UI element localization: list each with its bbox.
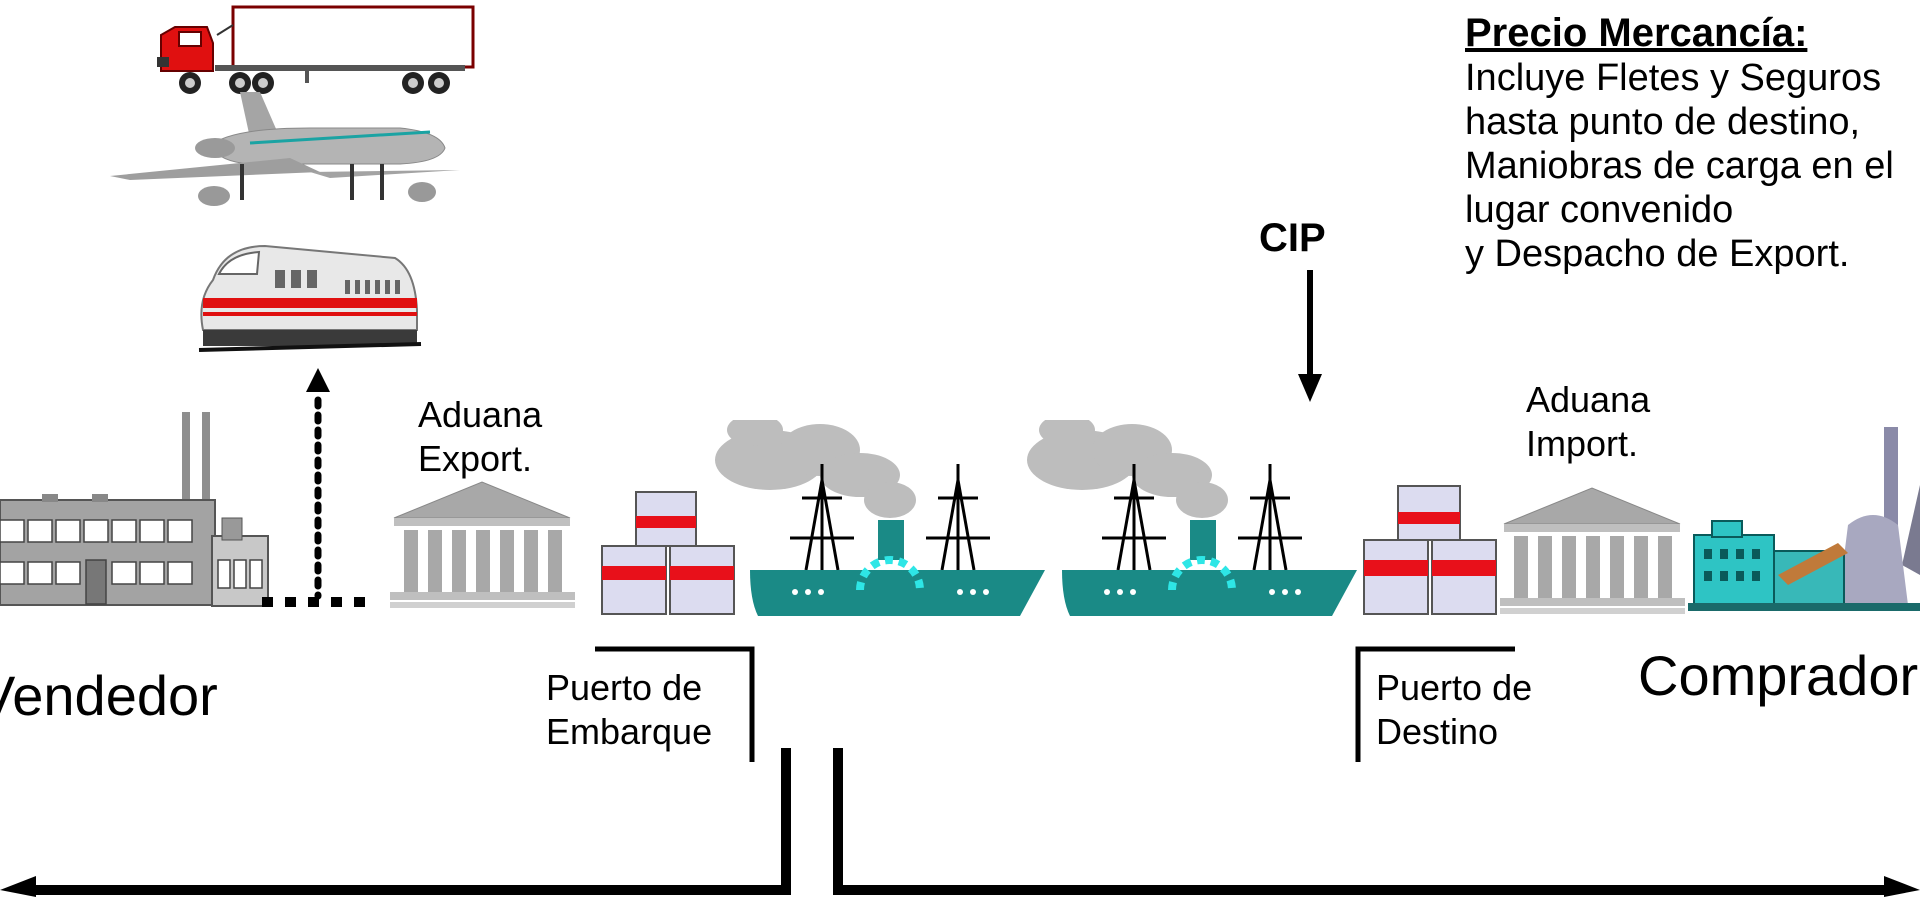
price-box: Precio Mercancía: Incluye Fletes y Segur… [1465,10,1894,276]
dotted-arrow [262,368,372,607]
price-line: lugar convenido [1465,189,1734,231]
industrial-plant-icon [1688,427,1920,611]
price-title: Precio Mercancía: [1465,11,1808,55]
customs-export-line-2: Export. [418,438,533,479]
price-line: hasta punto de destino, [1465,101,1861,143]
port-destination-label: Puerto de Destino [1376,666,1532,754]
train-icon [198,244,422,352]
ship-icon [715,420,1045,616]
seller-label: Vendedor [0,664,218,727]
seller-responsibility-arrow [0,748,791,897]
customs-icon [1500,487,1685,614]
port-shipment-label: Puerto de Embarque [546,666,712,754]
port-destination-line-1: Puerto de [1376,667,1533,708]
price-line: Maniobras de carga en el [1465,145,1894,187]
cip-label: CIP [1259,216,1326,260]
ship-icon [1027,420,1357,616]
port-shipment-line-1: Puerto de [546,667,703,708]
price-description: Incluye Fletes y Seguros hasta punto de … [1465,56,1894,276]
containers-icon [1363,485,1497,615]
airplane-icon [110,92,460,206]
customs-import-line-1: Aduana [1526,379,1651,420]
buyer-responsibility-arrow [833,748,1920,897]
port-shipment-line-2: Embarque [546,711,713,752]
customs-icon [390,481,575,608]
port-destination-line-2: Destino [1376,711,1499,752]
port-bracket-right [1355,646,1515,762]
buyer-label: Comprador [1638,644,1919,707]
containers-icon [601,491,735,615]
truck-icon [157,5,475,94]
customs-import-label: Aduana Import. [1526,378,1650,466]
customs-export-line-1: Aduana [418,394,543,435]
customs-import-line-2: Import. [1526,423,1639,464]
customs-export-label: Aduana Export. [418,393,542,481]
cip-arrow [1298,270,1322,402]
port-bracket-left [595,646,755,762]
factory-icon [0,412,269,607]
price-line: y Despacho de Export. [1465,233,1850,275]
price-line: Incluye Fletes y Seguros [1465,57,1882,99]
